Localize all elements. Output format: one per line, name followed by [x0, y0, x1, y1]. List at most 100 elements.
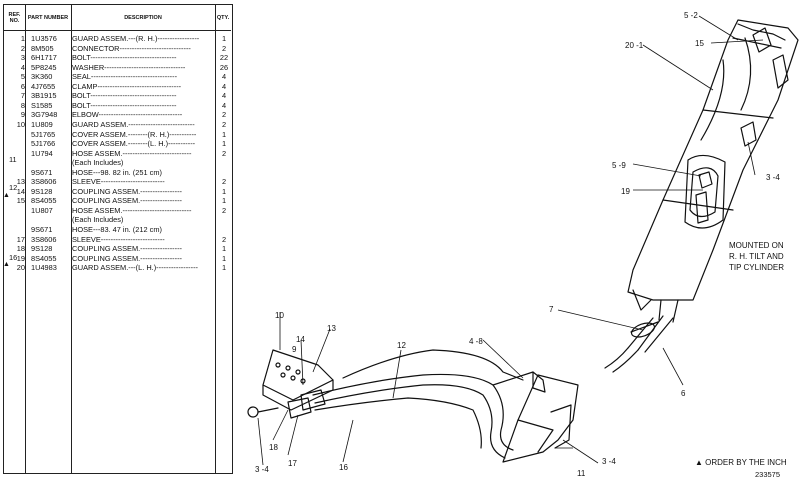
- description-cell: GUARD ASSEM.---------------------------: [72, 119, 195, 129]
- order-by-inch-note: ▲ ORDER BY THE INCH: [695, 458, 787, 467]
- group-ref-11: 11: [9, 155, 17, 164]
- part-number-cell: 3S8606: [31, 234, 57, 244]
- hose-lines-upper: [604, 315, 674, 373]
- callout-11: 11: [577, 469, 586, 478]
- qty-cell: 1: [221, 244, 227, 254]
- ref-no-cell: 5: [20, 72, 25, 82]
- hose-fittings: [247, 389, 326, 419]
- description-cell: WASHER---------------------------------: [72, 62, 186, 72]
- exploded-parts-diagram: 5 -2 15 20 -1 3 -4 5 -9 19 7 6 4 -8 3 -4…: [247, 11, 799, 479]
- description-cell: SLEEVE--------------------------: [72, 177, 165, 187]
- description-cell: HOSE ASSEM.----------------------------: [72, 205, 192, 215]
- part-number-cell: 1U4983: [31, 263, 57, 273]
- callout-20-1: 20 -1: [625, 41, 644, 50]
- group-ref-16: 16: [9, 253, 18, 262]
- ref-no-cell: 10: [16, 119, 25, 129]
- qty-cell: 22: [219, 53, 229, 63]
- qty-cell: 1: [221, 253, 227, 263]
- table-row: 1 1U3576 GUARD ASSEM.---(R. H.)-----------…: [4, 34, 230, 44]
- part-number-cell: 1U3576: [31, 34, 57, 43]
- description-cell: ELBOW----------------------------------: [72, 110, 183, 120]
- ref-no-cell: 9: [20, 110, 25, 120]
- part-number-cell: 8M505: [31, 43, 54, 53]
- callout-12: 12: [397, 341, 406, 350]
- qty-cell: 2: [221, 177, 227, 187]
- ref-no-cell: 17: [16, 234, 25, 244]
- part-number-cell: S1585: [31, 100, 53, 110]
- callout-13: 13: [327, 324, 336, 333]
- description-cell: HOSE---98. 82 in. (251 cm): [72, 167, 162, 177]
- description-cell: COVER ASSEM.--------(L. H.)-----------: [72, 139, 196, 149]
- callout-15: 15: [695, 39, 704, 48]
- table-row: (Each Includes): [4, 215, 230, 225]
- description-cell: (Each Includes): [72, 215, 124, 225]
- qty-cell: 26: [219, 62, 229, 72]
- note-line: R. H. TILT AND: [729, 252, 784, 261]
- table-row: 9S671 HOSE---83. 47 in. (212 cm): [4, 225, 230, 235]
- qty-cell: 1: [221, 139, 227, 149]
- qty-cell: 4: [221, 81, 227, 91]
- qty-cell: 4: [221, 72, 227, 82]
- qty-cell: 1: [221, 263, 227, 273]
- part-number-cell: 1U794: [31, 148, 53, 158]
- column-divider: [215, 5, 216, 473]
- part-number-cell: 5P8245: [31, 62, 57, 72]
- ref-no-cell: 13: [16, 177, 25, 187]
- qty-cell: 2: [221, 234, 227, 244]
- upper-guard-assembly: [627, 19, 799, 323]
- order-by-inch-marker: ▲: [3, 261, 10, 268]
- hose-lines-lower: [312, 349, 534, 459]
- ref-no-cell: 15: [16, 196, 25, 206]
- part-number-cell: 8S4055: [31, 196, 57, 206]
- group-ref-12: 12: [9, 183, 18, 192]
- table-row: (Each Includes): [4, 158, 230, 168]
- ref-no-cell: 1: [20, 34, 25, 43]
- description-header: DESCRIPTION: [71, 5, 215, 31]
- callout-9: 9: [292, 345, 297, 354]
- column-divider: [25, 5, 26, 473]
- ref-no-header: REF. NO.: [4, 5, 25, 31]
- callout-3-4-lower: 3 -4: [255, 465, 269, 474]
- qty-header: QTY.: [215, 5, 231, 31]
- ref-no-cell: 19: [16, 253, 25, 263]
- qty-cell: 2: [221, 43, 227, 53]
- description-cell: (Each Includes): [72, 158, 124, 168]
- ref-no-cell: 20: [16, 263, 25, 273]
- description-cell: HOSE---83. 47 in. (212 cm): [72, 225, 162, 234]
- ref-no-cell: 4: [20, 62, 25, 72]
- description-cell: COVER ASSEM.--------(R. H.)-----------: [72, 129, 197, 139]
- description-cell: GUARD ASSEM.---(L. H.)-----------------: [72, 263, 199, 273]
- description-cell: BOLT-----------------------------------: [72, 53, 177, 63]
- ref-no-cell: 18: [16, 244, 25, 254]
- ref-no-cell: 6: [20, 81, 25, 91]
- table-row: 4 5P8245 WASHER---------------------------…: [4, 63, 230, 73]
- part-number-cell: 3S8606: [31, 177, 57, 187]
- table-row: 13 3S8606 SLEEVE--------------------------…: [4, 177, 230, 187]
- part-number-cell: 5J1765: [31, 129, 56, 139]
- ref-no-cell: 8: [20, 100, 25, 110]
- qty-cell: 1: [221, 186, 227, 196]
- figure-number: 233575: [755, 470, 780, 479]
- qty-cell: 2: [221, 148, 227, 158]
- description-cell: SLEEVE--------------------------: [72, 234, 165, 244]
- ref-no-cell: 7: [20, 91, 25, 101]
- ref-no-cell: 14: [16, 186, 25, 196]
- description-cell: GUARD ASSEM.---(R. H.)-----------------: [72, 34, 200, 43]
- part-number-cell: 9S671: [31, 225, 53, 234]
- callout-5-2: 5 -2: [684, 11, 698, 20]
- lower-guard-assembly: [502, 371, 579, 463]
- qty-cell: 4: [221, 91, 227, 101]
